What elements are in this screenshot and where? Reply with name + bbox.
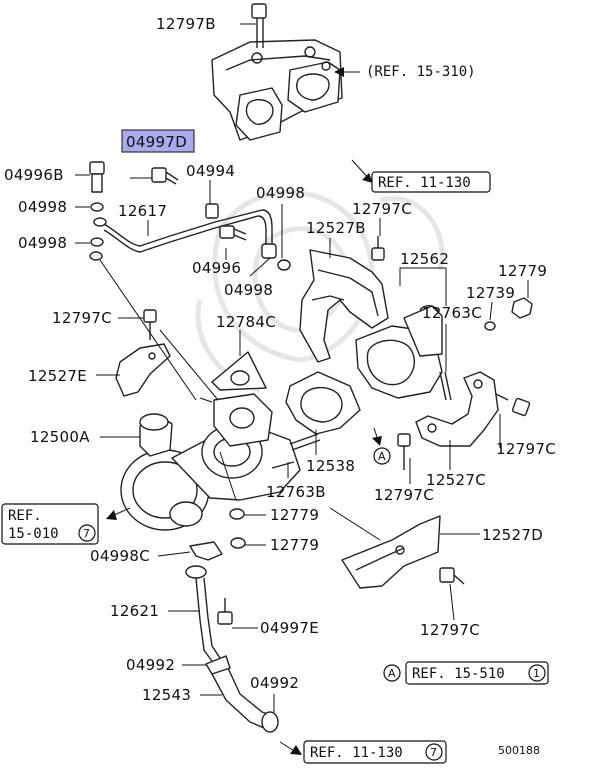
bolt-12797C-d (397, 433, 411, 470)
oil-pipe-12617 (103, 203, 277, 259)
bracket-12527C (415, 371, 499, 447)
fitting-04997D (151, 167, 179, 185)
label-12797C-d[interactable]: 12797C (374, 486, 434, 504)
washer-12739 (484, 321, 496, 331)
exhaust-manifold (211, 39, 343, 141)
oil-return-pipe-12621 (185, 541, 233, 665)
part-labels: 12797B 04997D 04996B 04994 04998 12617 0… (4, 15, 556, 704)
label-12797C-a[interactable]: 12797C (352, 200, 412, 218)
label-04998-d[interactable]: 04998 (224, 281, 273, 299)
label-12763B[interactable]: 12763B (266, 483, 326, 501)
ref-box-15-510 (405, 661, 549, 685)
marker-A-1 (373, 447, 391, 465)
ref-15-510-num: 1 (533, 667, 540, 680)
label-04996B[interactable]: 04996B (4, 166, 64, 184)
label-04992-b[interactable]: 04992 (250, 674, 299, 692)
label-04996[interactable]: 04996 (192, 259, 241, 277)
label-12538[interactable]: 12538 (306, 457, 355, 475)
bolt-04996B (89, 161, 105, 193)
heat-protector-12527D (341, 515, 441, 589)
bolt-12797C-c (143, 309, 157, 340)
ref-11-130: REF. 11-130 (378, 175, 471, 191)
marker-A-1-text: A (378, 450, 386, 463)
heat-protector-12527B (299, 249, 389, 363)
label-04994[interactable]: 04994 (186, 162, 235, 180)
leader-lines (75, 23, 529, 712)
circle-7-b (425, 743, 443, 761)
label-12543[interactable]: 12543 (142, 686, 191, 704)
turbocharger-12500A (120, 393, 321, 549)
bracket-12527E (115, 343, 171, 397)
ref-box-11-130-b (303, 740, 447, 764)
label-12797C-c[interactable]: 12797C (496, 440, 556, 458)
label-04998-a[interactable]: 04998 (18, 198, 67, 216)
bolt-12797C-e (439, 567, 465, 585)
label-12527E[interactable]: 12527E (28, 367, 87, 385)
ref-11-130-b-num: 7 (430, 746, 437, 759)
bolt-12797C-a (371, 236, 385, 261)
bolt-04996 (219, 225, 247, 241)
label-12763C[interactable]: 12763C (422, 304, 482, 322)
highlight-box (121, 129, 195, 153)
label-04998C[interactable]: 04998C (90, 547, 150, 565)
label-12797B[interactable]: 12797B (156, 15, 216, 33)
gasket-12538 (285, 371, 361, 435)
washer-04998-right (277, 259, 291, 271)
ref-15-310: (REF. 15-310) (366, 64, 476, 80)
label-04997E[interactable]: 04997E (260, 619, 319, 637)
label-12779-c[interactable]: 12779 (270, 536, 319, 554)
label-12562[interactable]: 12562 (400, 250, 449, 268)
label-12527D[interactable]: 12527D (482, 526, 543, 544)
marker-A-2-text: A (388, 667, 396, 680)
label-12797C-e[interactable]: 12797C (420, 621, 480, 639)
label-04997D[interactable]: 04997D (126, 133, 187, 151)
label-12797C-b[interactable]: 12797C (52, 309, 112, 327)
label-12739[interactable]: 12739 (466, 284, 515, 302)
ref-box-15-010 (1, 503, 99, 545)
label-04998-c[interactable]: 04998 (18, 234, 67, 252)
arrows (106, 67, 382, 755)
bolt-12797C-b (495, 393, 531, 417)
ref-15-510: REF. 15-510 (412, 666, 505, 682)
ref-15-010-l1: REF. (8, 508, 42, 524)
circle-7-a (78, 524, 96, 542)
ref-11-130-b: REF. 11-130 (310, 745, 403, 761)
washers-left (89, 202, 107, 261)
label-04998-b[interactable]: 04998 (256, 184, 305, 202)
label-12500A[interactable]: 12500A (30, 428, 90, 446)
label-12779-b[interactable]: 12779 (270, 506, 319, 524)
gasket-12784C (211, 351, 267, 391)
circle-1 (528, 664, 546, 682)
ref-15-010-l2: 15-010 (8, 526, 59, 542)
marker-A-2 (383, 664, 401, 682)
footer-code: 500188 (498, 744, 540, 757)
label-12527B[interactable]: 12527B (306, 219, 366, 237)
hose-12543 (205, 655, 279, 733)
label-12621[interactable]: 12621 (110, 602, 159, 620)
label-12784C[interactable]: 12784C (216, 313, 276, 331)
label-04992-a[interactable]: 04992 (126, 656, 175, 674)
stud-12763C (439, 371, 452, 401)
label-12527C[interactable]: 12527C (426, 471, 486, 489)
nut-12779-a (511, 297, 533, 319)
bolt-12797B (251, 3, 267, 48)
label-12779-a[interactable]: 12779 (498, 262, 547, 280)
ref-15-010-num: 7 (83, 527, 90, 540)
ref-box-11-130 (371, 171, 491, 193)
label-12617[interactable]: 12617 (118, 202, 167, 220)
elbow-12562 (355, 305, 443, 399)
